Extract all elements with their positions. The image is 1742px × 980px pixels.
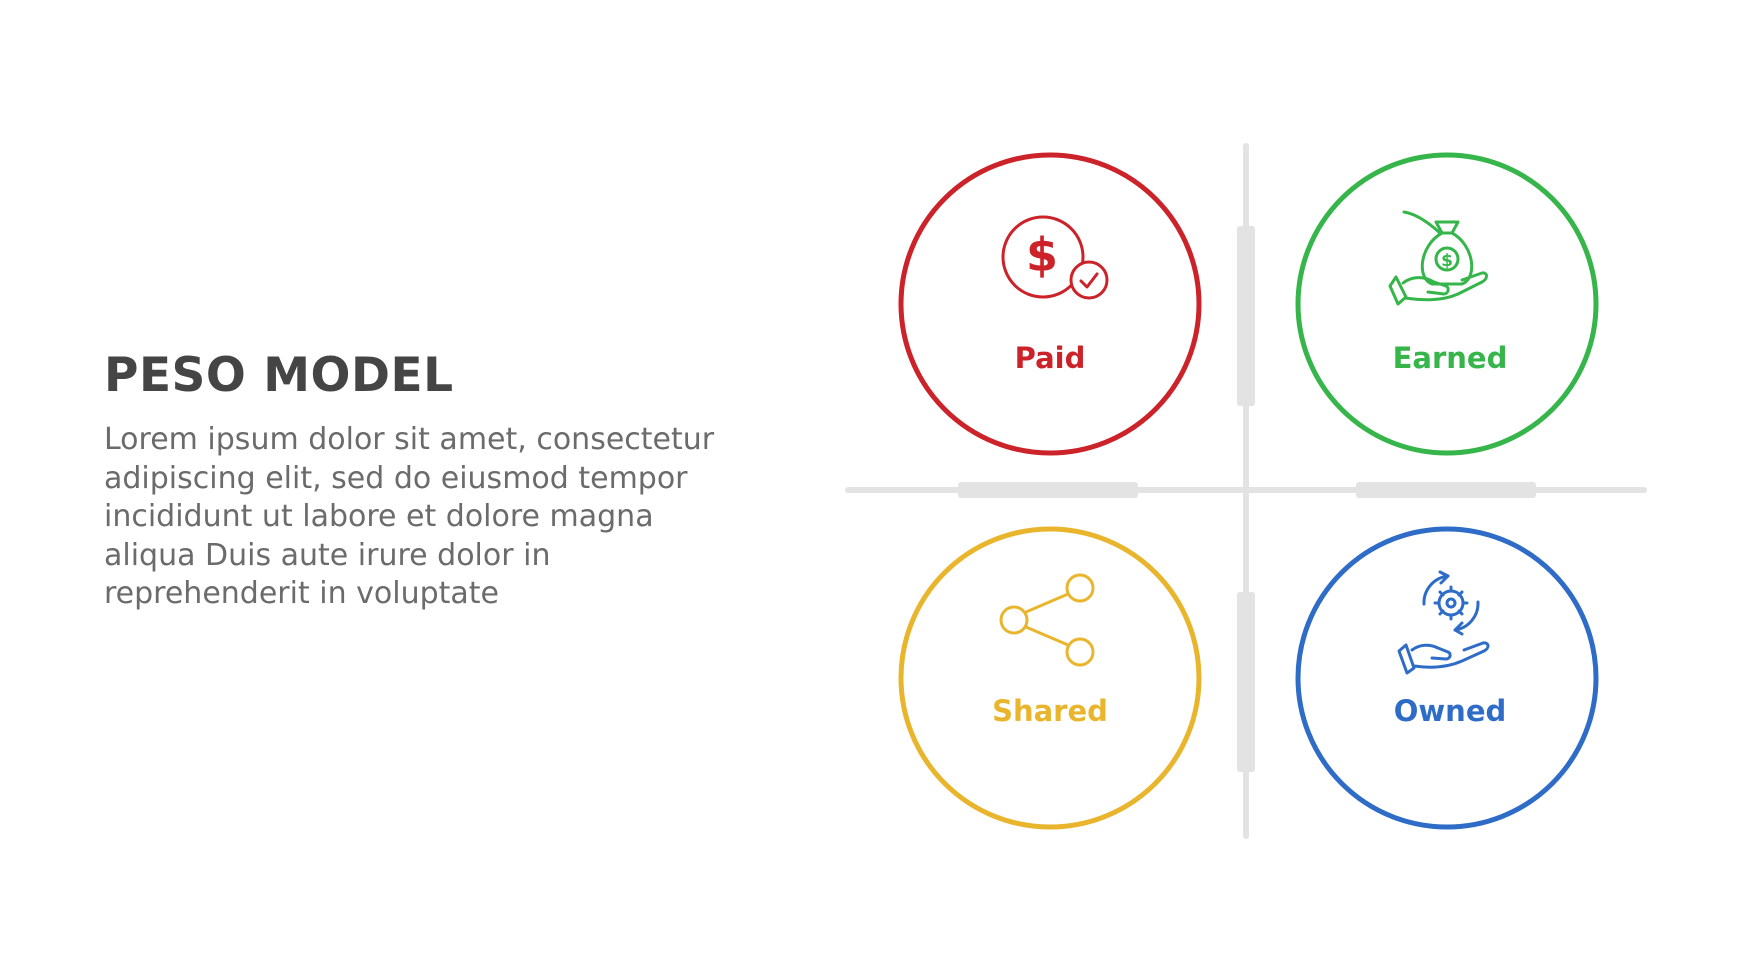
share-icon <box>999 573 1095 667</box>
paid-circle <box>898 152 1202 456</box>
quadrant-paid: $ Paid <box>898 152 1202 456</box>
bag-dollar-glyph: $ <box>1441 251 1453 271</box>
axis-thick-segment-top <box>1237 226 1255 406</box>
owned-circle <box>1295 526 1599 830</box>
earned-label: Earned <box>1393 341 1508 375</box>
owned-label: Owned <box>1394 694 1507 728</box>
gear-cycle-hand-icon <box>1397 570 1490 675</box>
dollar-check-icon <box>1001 215 1109 300</box>
axis-thick-segment-bottom <box>1237 592 1255 772</box>
quadrant-shared: Shared <box>898 526 1202 830</box>
earned-circle <box>1295 152 1599 456</box>
axis-thick-segment-right <box>1356 482 1536 498</box>
quadrant-owned: Owned <box>1295 526 1599 830</box>
quadrant-earned: $ Earned <box>1295 152 1599 456</box>
dollar-sign-glyph: $ <box>1026 228 1058 282</box>
paid-label: Paid <box>1015 341 1086 375</box>
axis-thick-segment-left <box>958 482 1138 498</box>
quadrant-axes <box>845 143 1647 839</box>
description-text: Lorem ipsum dolor sit amet, consectetur … <box>104 422 715 611</box>
page-title: PESO MODEL <box>104 348 454 403</box>
shared-label: Shared <box>992 694 1108 728</box>
intro-panel: PESO MODEL Lorem ipsum dolor sit amet, c… <box>104 352 744 614</box>
shared-circle <box>898 526 1202 830</box>
money-bag-hand-icon <box>1388 210 1488 306</box>
